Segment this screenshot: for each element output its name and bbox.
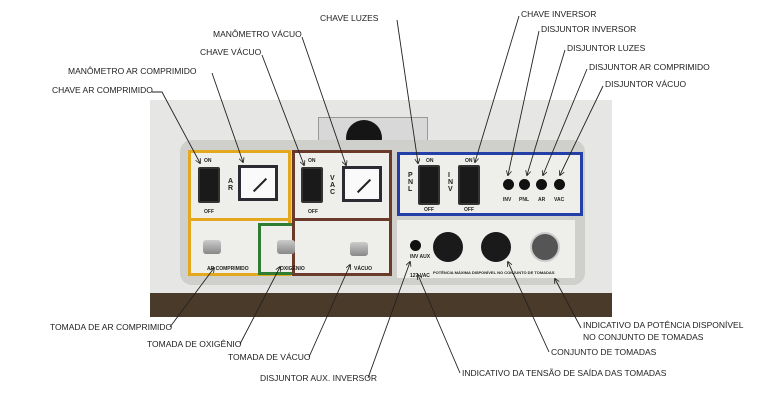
disjuntor-ar[interactable] [536,179,547,190]
label-indicativo-potencia-1: INDICATIVO DA POTÊNCIA DISPONÍVEL [583,320,744,330]
tomada-vacuo-nipple[interactable] [350,242,368,256]
disjuntor-aux-inversor[interactable] [410,240,421,251]
brk-pnl-label: PNL [519,197,529,203]
off-label: OFF [308,209,318,215]
inv-label: I N V [448,172,454,193]
vacuo-label: VÁCUO [354,266,373,272]
label-conjunto-tomadas: CONJUNTO DE TOMADAS [551,347,657,357]
label-disjuntor-vacuo: DISJUNTOR VÁCUO [605,79,687,89]
chave-ar-switch[interactable] [198,167,220,203]
label-tomada-vacuo: TOMADA DE VÁCUO [228,352,311,362]
on-label: ON [465,158,473,164]
label-tomada-oxigenio: TOMADA DE OXIGÊNIO [147,339,242,349]
socket-2[interactable] [481,232,511,262]
off-label: OFF [464,207,474,213]
vac-label: V A C [330,175,336,196]
disjuntor-vacuo[interactable] [554,179,565,190]
inv-aux-label: INV AUX [410,254,431,260]
tomada-ar-nipple[interactable] [203,240,221,254]
manometro-vacuo-gauge [342,166,382,202]
on-label: ON [204,158,212,164]
label-tomada-ar: TOMADA DE AR COMPRIMIDO [50,322,173,332]
brk-ar-label: AR [538,197,546,203]
manometro-ar-gauge [238,165,278,201]
label-disjuntor-ar: DISJUNTOR AR COMPRIMIDO [589,62,710,72]
oxigenio-label: OXIGÊNIO [280,266,305,272]
tomada-oxigenio-nipple[interactable] [277,240,295,254]
off-label: OFF [424,207,434,213]
label-chave-ar: CHAVE AR COMPRIMIDO [52,85,153,95]
label-disjuntor-inversor: DISJUNTOR INVERSOR [541,24,637,34]
disjuntor-inversor[interactable] [503,179,514,190]
chave-vacuo-switch[interactable] [301,167,323,203]
brk-inv-label: INV [503,197,512,203]
divider [188,218,291,221]
label-chave-vacuo: CHAVE VÁCUO [200,47,262,57]
divider [292,218,392,221]
brk-vac-label: VAC [554,197,565,203]
socket-1[interactable] [433,232,463,262]
label-chave-luzes: CHAVE LUZES [320,13,379,23]
on-label: ON [308,158,316,164]
label-manometro-vacuo: MANÔMETRO VÁCUO [213,29,302,39]
disjuntor-luzes[interactable] [519,179,530,190]
socket-3[interactable] [530,232,560,262]
base-strip [150,293,612,317]
chave-luzes-switch[interactable] [418,165,440,205]
label-disjuntor-luzes: DISJUNTOR LUZES [567,43,646,53]
on-label: ON [426,158,434,164]
potencia-label: POTÊNCIA MÁXIMA DISPONÍVEL NO CONJUNTO D… [433,270,555,275]
pnl-label: P N L [408,172,414,193]
ar-comprimido-label: AR COMPRIMIDO [207,266,249,272]
label-manometro-ar: MANÔMETRO AR COMPRIMIDO [68,66,197,76]
label-disjuntor-aux: DISJUNTOR AUX. INVERSOR [260,373,377,383]
label-chave-inversor: CHAVE INVERSOR [521,9,597,19]
label-indicativo-tensao: INDICATIVO DA TENSÃO DE SAÍDA DAS TOMADA… [462,368,667,378]
off-label: OFF [204,209,214,215]
label-indicativo-potencia-2: NO CONJUNTO DE TOMADAS [583,332,704,342]
chave-inversor-switch[interactable] [458,165,480,205]
ar-label: A R [228,178,234,192]
